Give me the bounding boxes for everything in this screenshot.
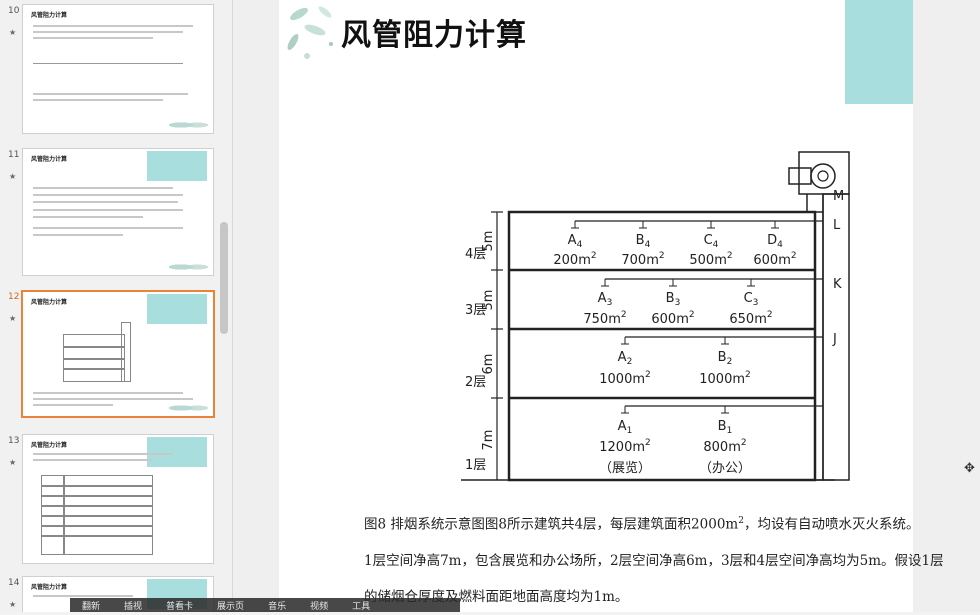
room-c3: C3 650m2 (729, 279, 773, 327)
toolbar-item[interactable]: 音乐 (268, 601, 287, 612)
slide-thumbnail[interactable]: 风管阻力计算 (22, 434, 214, 564)
thumbnail-title: 风管阻力计算 (31, 12, 68, 19)
svg-text:B1: B1 (718, 419, 733, 436)
room-c4: C4 500m2 (689, 221, 733, 268)
floor-label: 2层 (465, 375, 486, 390)
svg-text:A3: A3 (598, 291, 613, 308)
shaft-label-k: K (833, 277, 842, 292)
caption-line-1: 图8 排烟系统示意图图8所示建筑共4层，每层建筑面积2000m2，均设有自动喷水… (364, 516, 920, 533)
thumbnail-title: 风管阻力计算 (31, 584, 68, 591)
thumbnail-title: 风管阻力计算 (31, 442, 68, 449)
leaf-decoration-icon (287, 6, 333, 59)
svg-text:A4: A4 (568, 233, 583, 250)
room-b2: B2 1000m2 (699, 337, 751, 387)
shaft-label-j: J (832, 332, 837, 347)
floor-height: 5m (481, 290, 496, 311)
slide-canvas[interactable]: 风管阻力计算 M L (279, 0, 913, 612)
floor-height: 5m (481, 231, 496, 252)
caption-line-2: 1层空间净高7m，包含展览和办公场所，2层空间净高6m，3层和4层空间净高均为5… (364, 552, 944, 569)
svg-text:（展览）: （展览） (599, 460, 651, 476)
svg-text:C3: C3 (744, 291, 759, 308)
teal-decoration (845, 0, 913, 104)
svg-text:A2: A2 (618, 350, 633, 367)
toolbar-item[interactable]: 翻新 (82, 601, 101, 612)
slide-thumbnail[interactable]: 风管阻力计算 (22, 4, 214, 134)
animation-star-icon: ★ (9, 314, 17, 323)
slide-thumbnail-pane: 10 ★ 风管阻力计算 11 ★ 风管阻力计算 12 (0, 0, 233, 612)
slide-number: 13 (8, 436, 20, 446)
shaft-label-m: M (833, 189, 844, 204)
svg-text:800m2: 800m2 (703, 438, 746, 455)
slide-thumbnail-selected[interactable]: 风管阻力计算 (21, 290, 215, 418)
svg-text:200m2: 200m2 (553, 251, 596, 268)
slide-number: 10 (8, 6, 20, 16)
room-a1: A1 1200m2 （展览） (599, 406, 651, 476)
room-b1: B1 800m2 （办公） (699, 406, 751, 476)
room-a2: A2 1000m2 (599, 337, 651, 387)
slide-thumbnail[interactable]: 风管阻力计算 (22, 148, 214, 276)
smoke-exhaust-diagram: M L K J 4层 3层 2层 1层 5m 5m 6m 7m A4 200m2 (461, 151, 850, 482)
slide-number: 11 (8, 150, 20, 160)
svg-text:650m2: 650m2 (729, 310, 772, 327)
svg-text:B2: B2 (718, 350, 733, 367)
animation-star-icon: ★ (9, 172, 17, 181)
thumbnail-title: 风管阻力计算 (31, 156, 68, 163)
slide-caption: 图8 排烟系统示意图图8所示建筑共4层，每层建筑面积2000m2，均设有自动喷水… (364, 503, 980, 615)
room-a3: A3 750m2 (583, 279, 627, 327)
slide-number: 12 (8, 292, 20, 302)
svg-text:A1: A1 (618, 419, 633, 436)
move-cursor-icon: ✥ (964, 461, 975, 476)
thumbnail-title: 风管阻力计算 (31, 299, 68, 306)
svg-text:B3: B3 (666, 291, 681, 308)
toolbar-item[interactable]: 工具 (352, 601, 371, 612)
svg-text:（办公）: （办公） (699, 461, 751, 476)
room-d4: D4 600m2 (753, 221, 797, 268)
toolbar-item[interactable]: 视频 (310, 601, 329, 612)
svg-text:B4: B4 (636, 233, 651, 250)
toolbar-item[interactable]: 插视 (124, 601, 143, 612)
svg-text:C4: C4 (704, 233, 719, 250)
fan-icon (810, 163, 836, 189)
room-a4: A4 200m2 (553, 221, 597, 268)
toolbar-item[interactable]: 普看卡 (166, 601, 194, 612)
svg-text:500m2: 500m2 (689, 251, 732, 268)
svg-text:1200m2: 1200m2 (599, 438, 650, 455)
floor-label: 4层 (465, 247, 486, 262)
animation-star-icon: ★ (9, 600, 17, 609)
floor-label: 1层 (465, 458, 486, 473)
svg-text:600m2: 600m2 (651, 310, 694, 327)
slide-number: 14 (8, 578, 20, 588)
floor-height: 7m (481, 430, 496, 451)
thumbnail-scrollbar[interactable] (220, 222, 228, 334)
svg-text:1000m2: 1000m2 (599, 370, 650, 387)
room-b3: B3 600m2 (651, 279, 695, 327)
animation-star-icon: ★ (9, 28, 17, 37)
svg-text:600m2: 600m2 (753, 251, 796, 268)
slide-title: 风管阻力计算 (341, 18, 527, 53)
room-b4: B4 700m2 (621, 221, 665, 268)
svg-text:700m2: 700m2 (621, 251, 664, 268)
floor-label: 3层 (465, 303, 486, 318)
svg-text:D4: D4 (767, 233, 783, 250)
toolbar-item[interactable]: 展示页 (217, 601, 245, 612)
slide-editor-area: 风管阻力计算 M L (233, 0, 980, 612)
animation-star-icon: ★ (9, 458, 17, 467)
shaft-label-l: L (833, 218, 841, 233)
svg-text:750m2: 750m2 (583, 310, 626, 327)
presentation-toolbar: 翻新 插视 普看卡 展示页 音乐 视频 工具 (70, 598, 460, 612)
svg-text:1000m2: 1000m2 (699, 370, 750, 387)
floor-height: 6m (481, 354, 496, 375)
